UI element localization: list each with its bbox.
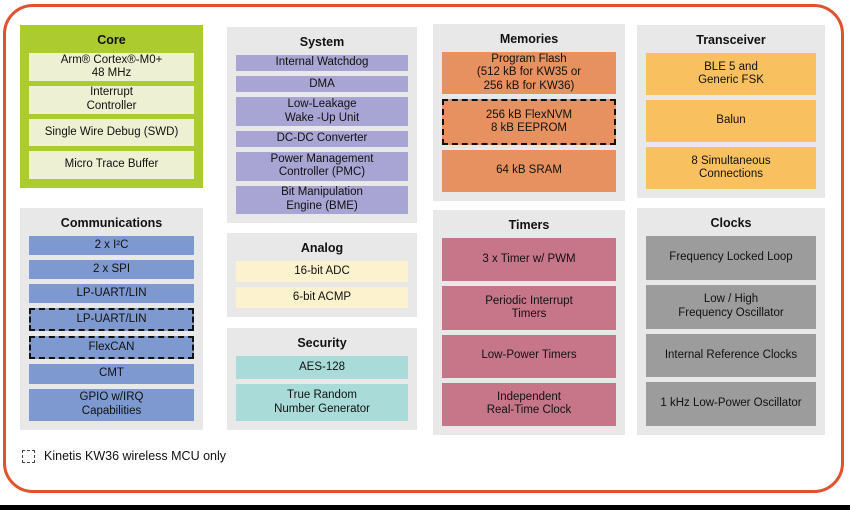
block-timer-pwm: 3 x Timer w/ PWM [442,238,616,282]
block-program-flash: Program Flash (512 kB for KW35 or 256 kB… [442,52,616,94]
block-arm-cortex-m0: Arm® Cortex®-M0+ 48 MHz [29,53,194,81]
block-16bit-adc: 16-bit ADC [236,261,408,282]
section-timers: Timers 3 x Timer w/ PWM Periodic Interru… [433,210,625,435]
block-independent-real-time-clock: Independent Real-Time Clock [442,382,616,426]
section-title: Clocks [710,216,752,230]
legend: Kinetis KW36 wireless MCU only [22,449,226,463]
dashed-box-legend-icon [22,449,35,463]
block-lp-uart-lin-1: LP-UART/LIN [29,284,194,304]
block-ble5-generic-fsk: BLE 5 and Generic FSK [646,53,816,95]
block-dcdc-converter: DC-DC Converter [236,130,408,148]
section-communications: Communications 2 x I²C 2 x SPI LP-UART/L… [20,208,203,430]
block-gpio-irq: GPIO w/IRQ Capabilities [29,388,194,421]
block-flexcan-kw36-only: FlexCAN [29,336,194,360]
block-sram: 64 kB SRAM [442,150,616,192]
block-1khz-low-power-oscillator: 1 kHz Low-Power Oscillator [646,382,816,426]
section-title: Analog [300,241,344,255]
block-cmt: CMT [29,364,194,384]
section-title: Timers [508,218,550,232]
block-internal-watchdog: Internal Watchdog [236,55,408,72]
block-frequency-locked-loop: Frequency Locked Loop [646,236,816,280]
section-system: System Internal Watchdog DMA Low-Leakage… [227,27,417,223]
section-items: 16-bit ADC 6-bit ACMP [236,261,408,308]
block-micro-trace-buffer: Micro Trace Buffer [29,151,194,179]
section-items: Internal Watchdog DMA Low-Leakage Wake -… [236,55,408,214]
section-items: Frequency Locked Loop Low / High Frequen… [646,236,816,426]
section-memories: Memories Program Flash (512 kB for KW35 … [433,24,625,201]
section-core: Core Arm® Cortex®-M0+ 48 MHz Interrupt C… [20,25,203,188]
block-low-power-timers: Low-Power Timers [442,334,616,378]
section-title: Security [297,336,347,350]
block-interrupt-controller: Interrupt Controller [29,85,194,114]
block-6bit-acmp: 6-bit ACMP [236,287,408,308]
block-balun: Balun [646,100,816,142]
block-true-random-number-generator: True Random Number Generator [236,384,408,422]
section-transceiver: Transceiver BLE 5 and Generic FSK Balun … [637,25,825,198]
diagram-frame-border [3,4,844,493]
block-internal-reference-clocks: Internal Reference Clocks [646,333,816,378]
section-items: Program Flash (512 kB for KW35 or 256 kB… [442,52,616,192]
block-i2c: 2 x I²C [29,236,194,256]
block-bit-manipulation-engine: Bit Manipulation Engine (BME) [236,185,408,214]
block-flexnvm-eeprom-kw36-only: 256 kB FlexNVM 8 kB EEPROM [442,99,616,145]
block-lp-uart-lin-2-kw36-only: LP-UART/LIN [29,308,194,332]
section-title: Transceiver [696,33,766,47]
block-dma: DMA [236,76,408,93]
section-title: Memories [499,32,559,46]
block-low-leakage-wakeup-unit: Low-Leakage Wake -Up Unit [236,97,408,126]
section-items: AES-128 True Random Number Generator [236,356,408,422]
section-title: System [299,35,345,49]
section-items: 3 x Timer w/ PWM Periodic Interrupt Time… [442,238,616,426]
block-aes-128: AES-128 [236,356,408,380]
block-spi: 2 x SPI [29,260,194,280]
section-clocks: Clocks Frequency Locked Loop Low / High … [637,208,825,435]
section-security: Security AES-128 True Random Number Gene… [227,328,417,430]
section-items: 2 x I²C 2 x SPI LP-UART/LIN LP-UART/LIN … [29,236,194,421]
section-analog: Analog 16-bit ADC 6-bit ACMP [227,233,417,317]
section-items: BLE 5 and Generic FSK Balun 8 Simultaneo… [646,53,816,189]
block-single-wire-debug: Single Wire Debug (SWD) [29,118,194,147]
bottom-border-bar [0,505,850,510]
block-8-simultaneous-connections: 8 Simultaneous Connections [646,147,816,189]
block-power-management-controller: Power Management Controller (PMC) [236,152,408,181]
section-title: Communications [60,216,163,230]
block-low-high-frequency-oscillator: Low / High Frequency Oscillator [646,284,816,329]
section-title: Core [97,33,126,47]
section-items: Arm® Cortex®-M0+ 48 MHz Interrupt Contro… [29,53,194,179]
legend-label: Kinetis KW36 wireless MCU only [44,449,226,463]
block-periodic-interrupt-timers: Periodic Interrupt Timers [442,286,616,330]
